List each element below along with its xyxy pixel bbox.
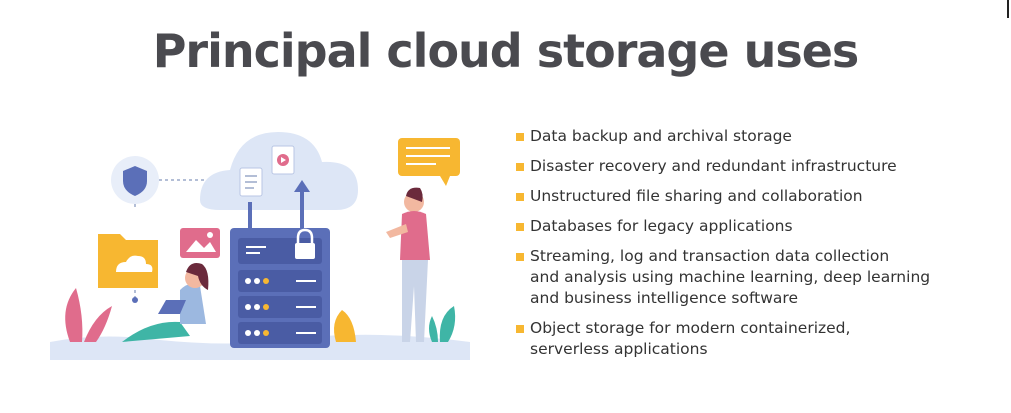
bullet-square [516,193,524,201]
page-title: Principal cloud storage uses [152,24,860,78]
lock-icon [295,228,315,259]
document-icon [239,167,263,197]
bullet-square [516,325,524,333]
bullet-square [516,253,524,261]
standing-man [386,187,430,342]
list-item-text: Disaster recovery and redundant infrastr… [530,157,897,175]
list-item-text: Databases for legacy applications [530,217,793,235]
list-item: Object storage for modern containerized,… [516,318,996,360]
list-item: Unstructured file sharing and collaborat… [516,186,996,207]
list-item-text: and analysis using machine learning, dee… [530,268,931,286]
laptop-icon [158,300,186,314]
chat-bubble-icon [398,138,460,186]
bullet-square [516,163,524,171]
bullet-square [516,223,524,231]
list-item-text: Object storage for modern containerized, [530,319,851,337]
pink-leaves [65,288,112,342]
list-item-text: serverless applications [530,340,708,358]
list-item-text: Data backup and archival storage [530,127,792,145]
list-item-text: Streaming, log and transaction data coll… [530,247,890,265]
list-item: Disaster recovery and redundant infrastr… [516,156,996,177]
uses-list: Data backup and archival storage Disaste… [516,126,996,369]
list-item: Databases for legacy applications [516,216,996,237]
video-file-icon [271,145,295,175]
list-item: Streaming, log and transaction data coll… [516,246,996,309]
folder-icon [98,234,158,288]
connector-dot [132,297,138,303]
list-item: Data backup and archival storage [516,126,996,147]
edge-marker [1007,0,1009,18]
cloud-storage-illustration [50,132,470,360]
shield-icon [111,156,159,204]
teal-leaves [429,306,456,342]
list-item-text: Unstructured file sharing and collaborat… [530,187,863,205]
yellow-plant [334,310,356,342]
bullet-square [516,133,524,141]
list-item-text: and business intelligence software [530,289,798,307]
image-icon [180,228,220,258]
woman-with-laptop [122,263,209,342]
